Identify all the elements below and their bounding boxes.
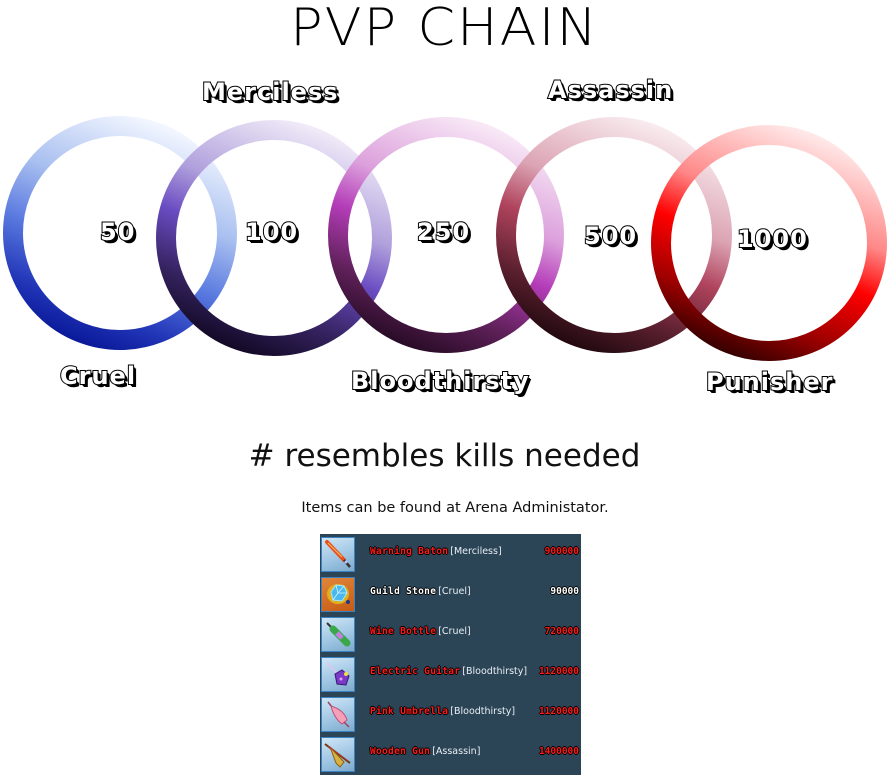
ring-merciless bbox=[156, 120, 392, 356]
item-name: Guild Stone[Cruel] bbox=[370, 586, 471, 597]
baton-icon bbox=[321, 537, 355, 572]
item-row[interactable]: Warning Baton[Merciless] 900000 bbox=[320, 534, 581, 574]
ring-bloodthirsty bbox=[328, 117, 564, 353]
item-row[interactable]: Electric Guitar[Bloodthirsty] 1120000 bbox=[320, 654, 581, 694]
electric-guitar-icon bbox=[321, 657, 355, 692]
item-name: Electric Guitar[Bloodthirsty] bbox=[370, 666, 528, 677]
item-row[interactable]: Pink Umbrella[Bloodthirsty] 1120000 bbox=[320, 694, 581, 734]
wooden-gun-icon bbox=[321, 737, 355, 772]
item-row[interactable]: Wooden Gun[Assassin] 1400000 bbox=[320, 734, 581, 774]
item-price: 1120000 bbox=[538, 706, 579, 717]
kills-merciless: 100 bbox=[244, 217, 299, 247]
kills-bloodthirsty: 250 bbox=[416, 217, 471, 247]
item-name: Pink Umbrella[Bloodthirsty] bbox=[370, 706, 516, 717]
item-price: 1400000 bbox=[538, 746, 579, 757]
item-name: Warning Baton[Merciless] bbox=[370, 546, 502, 557]
legend-subtitle: # resembles kills needed bbox=[248, 438, 641, 474]
item-row[interactable]: Guild Stone[Cruel] 90000 bbox=[320, 574, 581, 614]
item-list-panel: Warning Baton[Merciless] 900000 Guild St… bbox=[320, 534, 581, 775]
item-price: 1120000 bbox=[538, 666, 579, 677]
rank-label-assassin: Assassin bbox=[547, 75, 674, 105]
item-price: 900000 bbox=[544, 546, 579, 557]
item-price: 720000 bbox=[544, 626, 579, 637]
rank-label-cruel: Cruel bbox=[59, 361, 137, 391]
items-location-note: Items can be found at Arena Administator… bbox=[301, 500, 609, 516]
item-name: Wooden Gun[Assassin] bbox=[370, 746, 481, 757]
ring-cruel bbox=[3, 116, 237, 350]
page-title: PVP CHAIN bbox=[290, 0, 599, 58]
item-row[interactable]: Wine Bottle[Cruel] 720000 bbox=[320, 614, 581, 654]
kills-punisher: 1000 bbox=[736, 224, 808, 254]
rank-label-punisher: Punisher bbox=[705, 367, 834, 397]
pink-umbrella-icon bbox=[321, 697, 355, 732]
rank-label-bloodthirsty: Bloodthirsty bbox=[350, 366, 530, 396]
item-price: 90000 bbox=[550, 586, 579, 597]
rank-label-merciless: Merciless bbox=[201, 77, 339, 107]
item-name: Wine Bottle[Cruel] bbox=[370, 626, 471, 637]
kills-assassin: 500 bbox=[583, 221, 638, 251]
kills-cruel: 50 bbox=[99, 217, 136, 247]
ring-assassin bbox=[496, 117, 732, 353]
ring-punisher bbox=[651, 125, 887, 361]
pvp-chain-rings bbox=[3, 116, 887, 361]
wine-bottle-icon bbox=[321, 617, 355, 652]
guild-stone-icon bbox=[321, 577, 355, 612]
